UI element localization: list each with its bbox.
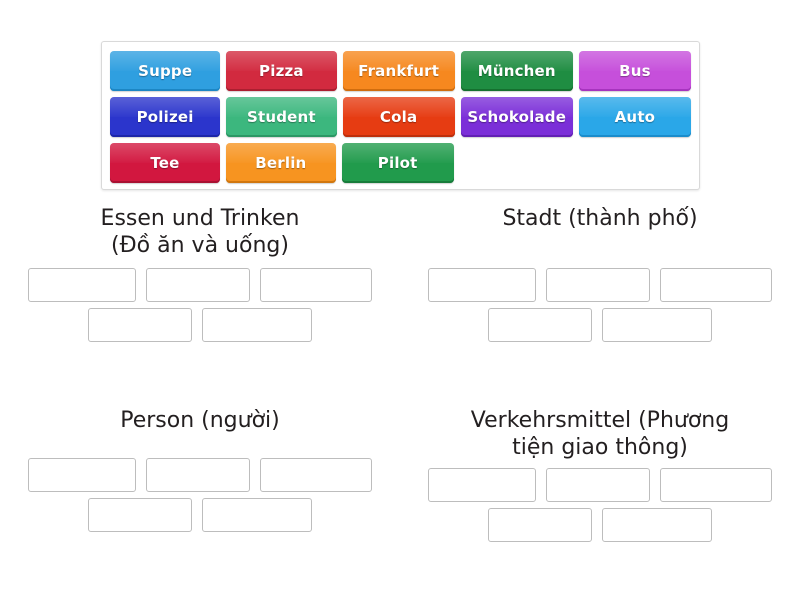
tray-empty-space [460, 143, 573, 183]
drop-slot-row [418, 268, 782, 302]
word-tile-cola[interactable]: Cola [342, 97, 455, 137]
drop-slot-row [418, 308, 782, 342]
group-title-line-1: Stadt (thành phố) [502, 206, 698, 231]
group-title-person: Person (người) [18, 390, 382, 452]
word-tile-tray: Suppe Pizza Frankfurt München Bus Polize… [101, 41, 700, 190]
word-tile-tee[interactable]: Tee [110, 143, 220, 183]
drop-slot[interactable] [660, 268, 772, 302]
word-tile-pizza[interactable]: Pizza [226, 51, 337, 91]
drop-slot[interactable] [146, 268, 250, 302]
drop-slot[interactable] [546, 467, 650, 502]
word-tile-pilot[interactable]: Pilot [341, 143, 454, 183]
tile-row: Suppe Pizza Frankfurt München Bus [107, 48, 694, 94]
word-tile-bus[interactable]: Bus [578, 51, 691, 91]
group-title-essen-und-trinken: Essen und Trinken (Đồ ăn và uống) [18, 200, 382, 262]
tray-empty-space [578, 143, 691, 183]
word-tile-berlin[interactable]: Berlin [225, 143, 336, 183]
tile-row: Tee Berlin Pilot [107, 140, 694, 186]
drop-slot[interactable] [202, 308, 312, 342]
drop-slot[interactable] [88, 498, 192, 532]
drop-slot[interactable] [28, 458, 136, 492]
word-tile-auto[interactable]: Auto [578, 97, 691, 137]
tile-row: Polizei Student Cola Schokolade Auto [107, 94, 694, 140]
word-tile-schokolade[interactable]: Schokolade [460, 97, 573, 137]
group-title-line-1: Essen und Trinken [100, 206, 300, 231]
drop-slot[interactable] [260, 268, 372, 302]
group-title-line-1: Verkehrsmittel (Phương [470, 408, 730, 433]
group-title-line-1: Person (người) [120, 408, 280, 433]
drop-slot[interactable] [660, 467, 772, 502]
drop-slot[interactable] [260, 458, 372, 492]
word-tile-polizei[interactable]: Polizei [110, 97, 221, 137]
drop-slot[interactable] [202, 498, 312, 532]
drop-slot-row [418, 507, 782, 542]
drop-slot[interactable] [28, 268, 136, 302]
group-title-verkehrsmittel: Verkehrsmittel (Phương tiện giao thông) [418, 390, 782, 462]
drop-slot[interactable] [88, 308, 192, 342]
drop-slot[interactable] [488, 308, 592, 342]
drop-slot-row [18, 498, 382, 532]
word-tile-frankfurt[interactable]: Frankfurt [342, 51, 455, 91]
group-title-line-2: (Đồ ăn và uống) [111, 232, 289, 258]
drop-slot-row [418, 467, 782, 502]
drop-slot[interactable] [428, 467, 536, 502]
group-verkehrsmittel: Verkehrsmittel (Phương tiện giao thông) [400, 390, 800, 580]
drop-slot[interactable] [146, 458, 250, 492]
drop-slot[interactable] [602, 308, 712, 342]
group-essen-und-trinken: Essen und Trinken (Đồ ăn và uống) [0, 200, 400, 390]
category-groups: Essen und Trinken (Đồ ăn và uống) Stadt … [0, 200, 800, 600]
drop-slot-row [18, 268, 382, 302]
word-tile-muenchen[interactable]: München [460, 51, 573, 91]
drop-slot[interactable] [488, 507, 592, 542]
drop-slot[interactable] [602, 507, 712, 542]
group-title-line-2: tiện giao thông) [512, 434, 688, 460]
drop-slot-row [18, 308, 382, 342]
word-tile-suppe[interactable]: Suppe [110, 51, 221, 91]
group-stadt: Stadt (thành phố) [400, 200, 800, 390]
group-person: Person (người) [0, 390, 400, 580]
drop-slot-row [18, 458, 382, 492]
drop-slot[interactable] [546, 268, 650, 302]
word-tile-student[interactable]: Student [226, 97, 337, 137]
group-title-stadt: Stadt (thành phố) [418, 200, 782, 262]
drop-slot[interactable] [428, 268, 536, 302]
